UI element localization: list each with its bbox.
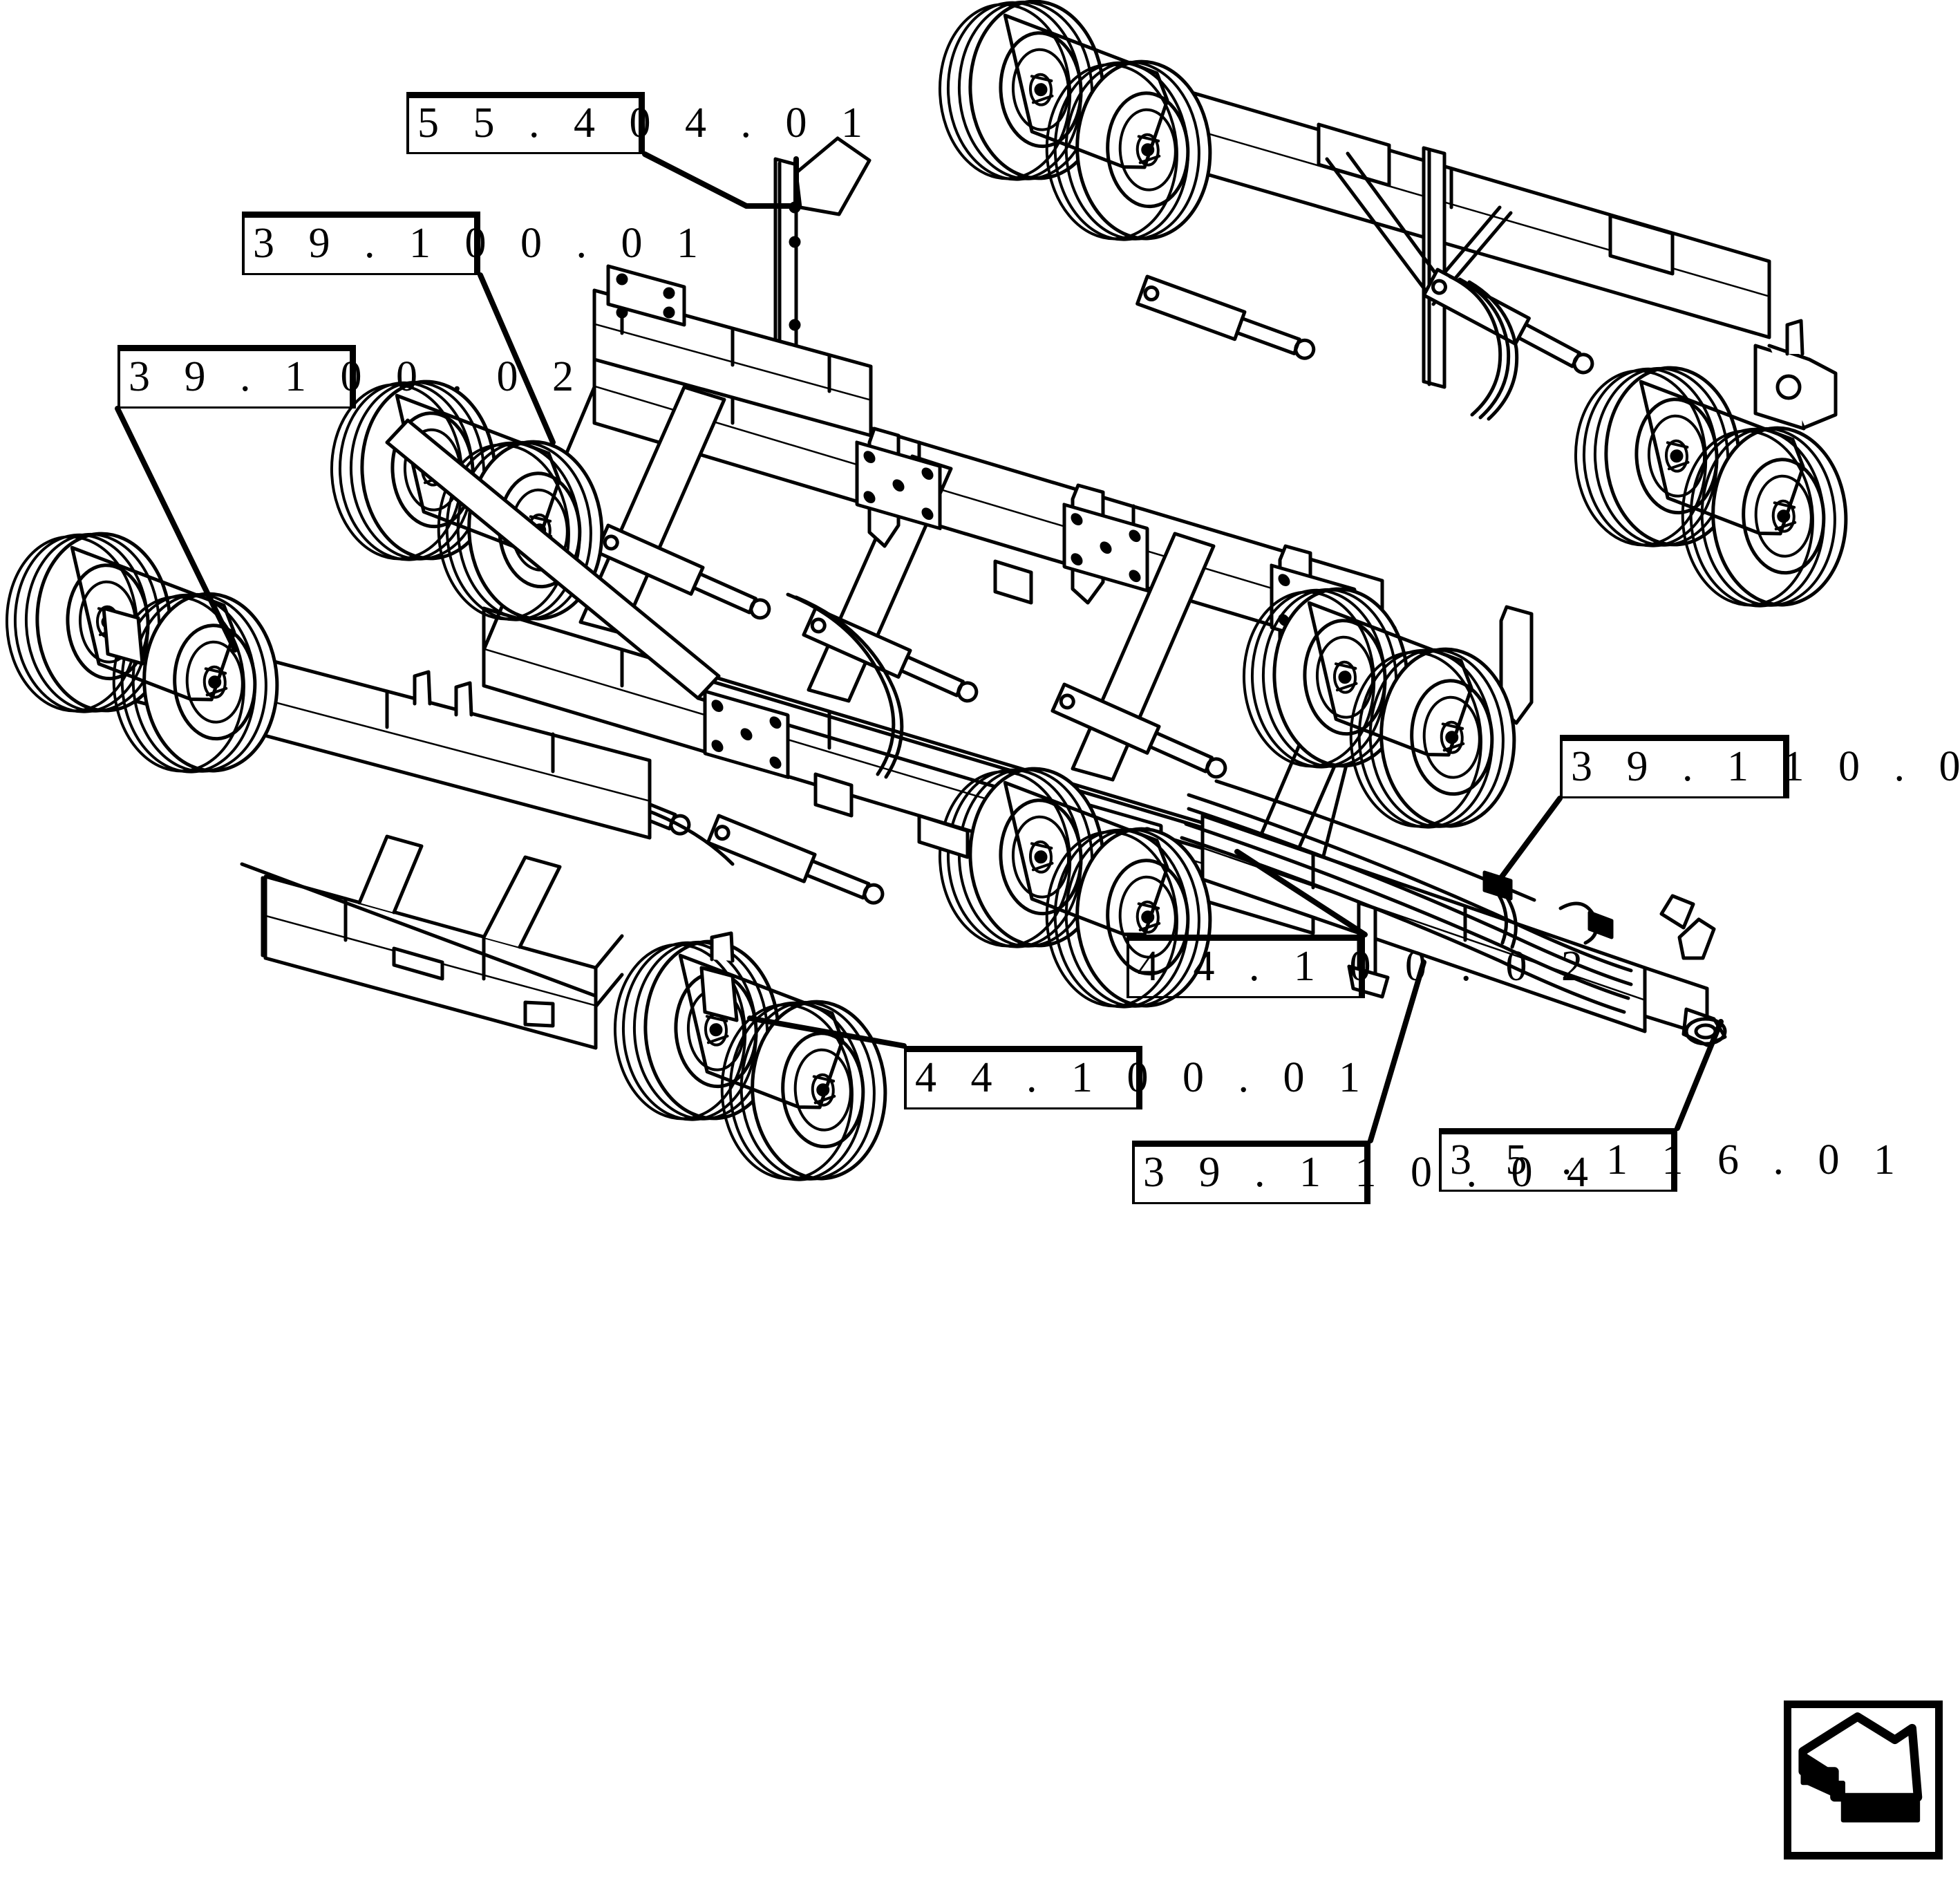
callout-box	[406, 92, 645, 154]
callout-44.100.02[interactable]: 4 4 . 1 0 0 . 0 2	[1127, 935, 1583, 998]
callout-35.116.01[interactable]: 3 5 . 1 1 6 . 0 1	[1439, 1128, 1895, 1192]
callout-44.100.01[interactable]: 4 4 . 1 0 0 . 0 1	[904, 1046, 1360, 1109]
callout-box	[1127, 935, 1365, 998]
callout-box	[1560, 735, 1789, 798]
arrow-logo-icon	[1798, 1712, 1923, 1823]
callout-55.404.01[interactable]: 5 5 . 4 0 4 . 0 1	[406, 92, 863, 154]
callout-box	[904, 1046, 1142, 1109]
callout-box	[242, 212, 480, 275]
callout-39.100.02[interactable]: 3 9 . 1 0 0 . 0 2	[117, 345, 574, 409]
cnh-arrow-logo	[1784, 1701, 1943, 1859]
callout-box	[1439, 1128, 1677, 1192]
callout-39.100.01[interactable]: 3 9 . 1 0 0 . 0 1	[242, 212, 698, 275]
callout-39.110.0[interactable]: 3 9 . 1 1 0 . 0	[1560, 735, 1960, 798]
callout-box	[1132, 1141, 1370, 1204]
callout-39.110.04[interactable]: 3 9 . 1 1 0 . 0 4	[1132, 1141, 1588, 1204]
callout-box	[117, 345, 356, 409]
